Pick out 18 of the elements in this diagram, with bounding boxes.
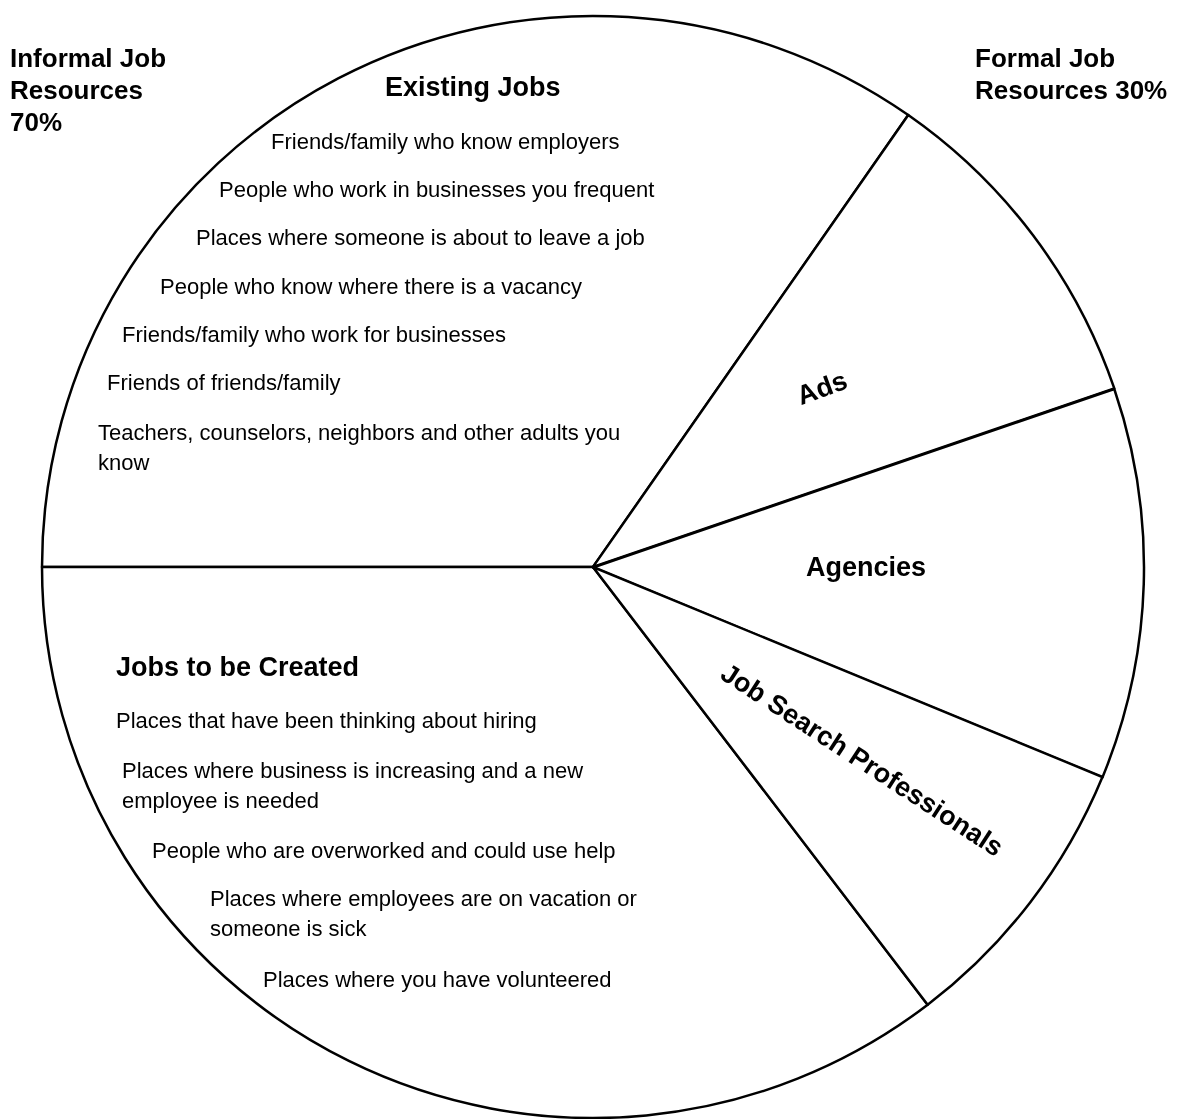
section-heading: Jobs to be Created	[116, 652, 360, 682]
section-heading: Existing Jobs	[385, 72, 561, 102]
slice-label: Agencies	[805, 552, 927, 582]
list-item: Places where someone is about to leave a job	[196, 224, 645, 252]
category-label: Informal Job Resources 70%	[10, 42, 167, 138]
category-label: Formal Job Resources 30%	[975, 42, 1169, 106]
list-item: People who are overworked and could use help	[152, 837, 616, 865]
list-item: People who know where there is a vacancy	[160, 273, 582, 301]
list-item: Places that have been thinking about hiring	[116, 707, 537, 735]
list-item: Places where employees are on vacation or someone is sick	[210, 885, 638, 943]
list-item: Friends/family who know employers	[271, 128, 620, 156]
slice-label: Ads	[792, 365, 852, 411]
list-item: People who work in businesses you frequent	[219, 176, 655, 204]
list-item: Places where business is increasing and a new employee is needed	[122, 757, 585, 815]
list-item: Friends of friends/family	[107, 369, 341, 397]
list-item: Friends/family who work for businesses	[122, 321, 506, 349]
list-item: Teachers, counselors, neighbors and other adults you know	[98, 419, 622, 477]
list-item: Places where you have volunteered	[263, 966, 612, 994]
